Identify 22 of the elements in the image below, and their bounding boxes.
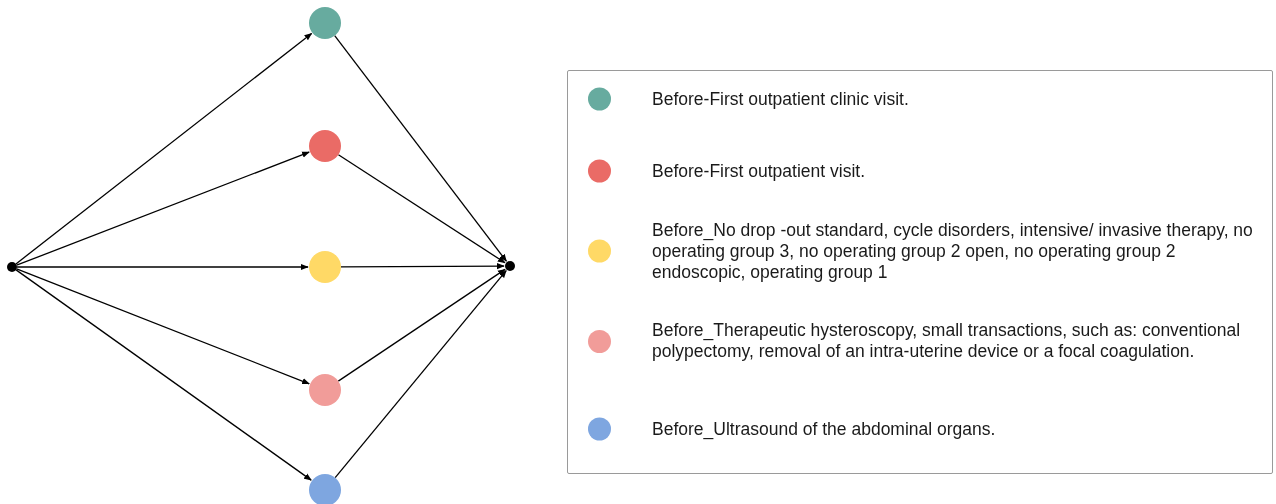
legend-text: Before_No drop -out standard, cycle disorders, intensive/ invasive therapy, no operating group 3, no operating group 2 open, no operating group 2 endoscopic, operating group 1 bbox=[652, 219, 1254, 283]
arrow bbox=[337, 268, 506, 382]
junction-dot bbox=[505, 261, 515, 271]
state-circle bbox=[309, 474, 341, 504]
legend-text: Before-First outpatient clinic visit. bbox=[652, 88, 910, 110]
state-circle bbox=[309, 7, 341, 39]
arrow bbox=[16, 151, 310, 266]
arrow bbox=[16, 268, 310, 385]
legend-text: Before_Therapeutic hysteroscopy, small transactions, such as: conventional polypectomy, removal of an intra-uterine device or a focal coagulation. bbox=[652, 320, 1242, 362]
arrow bbox=[16, 263, 309, 271]
state-circle bbox=[309, 251, 341, 283]
state-circle bbox=[309, 130, 341, 162]
arrow bbox=[15, 32, 313, 265]
arrow bbox=[334, 35, 507, 262]
arrow bbox=[337, 154, 506, 264]
state-circle bbox=[309, 374, 341, 406]
arrow bbox=[15, 269, 312, 481]
junction-dot bbox=[7, 262, 17, 272]
legend-text: Before_Ultrasound of the abdominal organs. bbox=[652, 418, 997, 440]
arrow bbox=[340, 262, 505, 270]
arrow bbox=[334, 270, 507, 479]
legend-text: Before-First outpatient visit. bbox=[652, 160, 866, 182]
